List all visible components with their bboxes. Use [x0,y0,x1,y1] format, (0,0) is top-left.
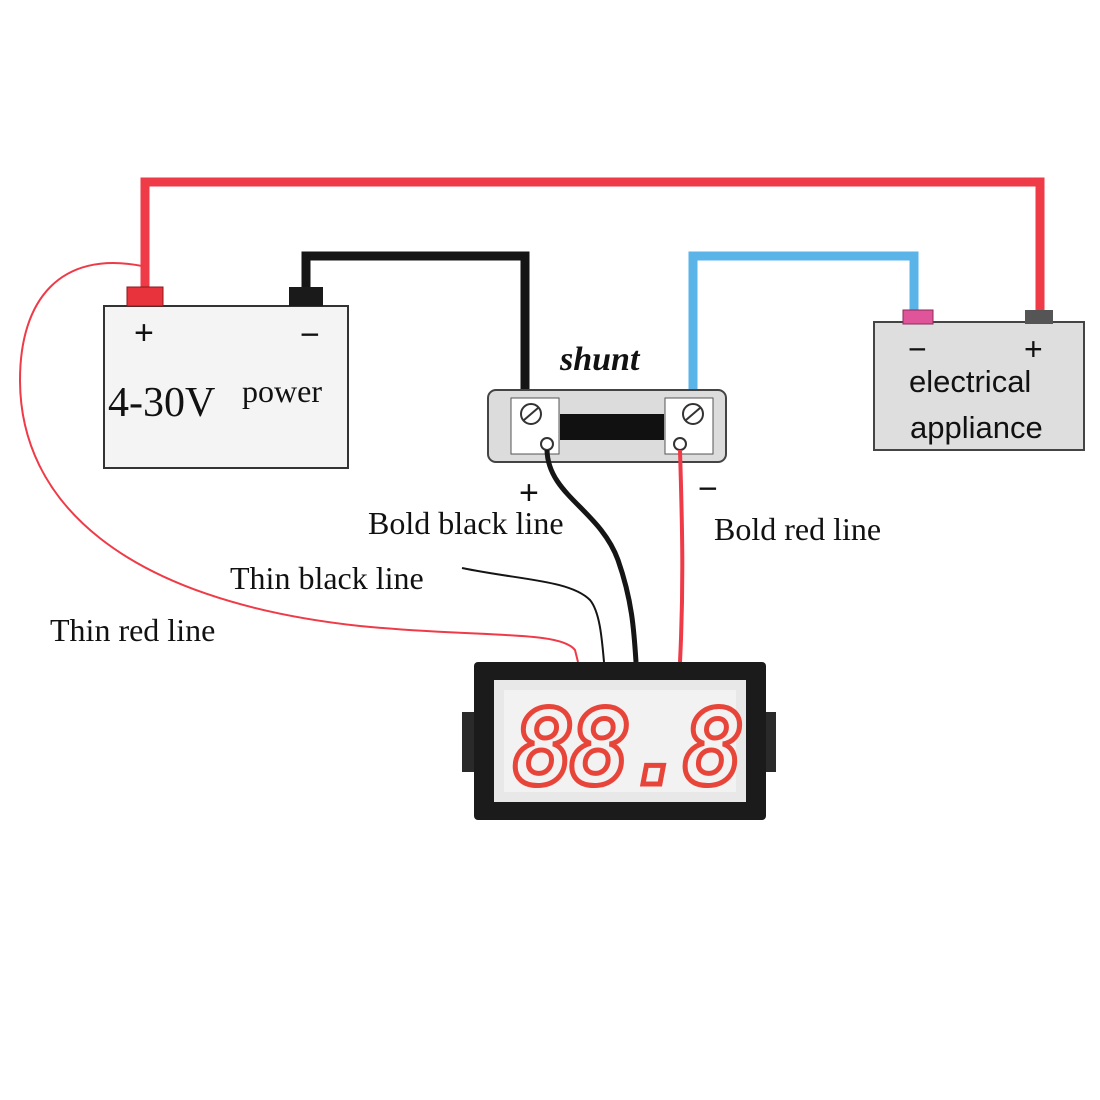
appliance-negative-terminal [902,309,934,325]
appliance-label-line2: appliance [910,410,1043,445]
battery-minus-sign: − [300,316,320,354]
bold-black-line-label: Bold black line [368,505,564,541]
thin-red-line-label: Thin red line [50,612,215,648]
appliance-minus-sign: − [908,331,927,367]
bold-black-wire [544,449,639,663]
shunt-resistor-bar [560,414,664,440]
main-red-wire [140,177,1045,314]
battery-negative-terminal [289,287,323,306]
thin-black-line-label: Thin black line [230,560,424,596]
main-blue-wire [688,251,919,396]
bold-red-wire [678,449,685,663]
meter-display: 88.8 [512,687,740,809]
appliance-positive-terminal [1025,310,1053,324]
battery: + − 4-30V power [103,286,349,469]
appliance-label-line1: electrical [909,364,1031,399]
battery-plus-sign: + [134,314,154,352]
battery-positive-terminal [126,286,164,307]
digital-meter: 88.8 [462,662,776,820]
thin-black-wire [461,567,605,663]
main-black-wire [301,251,530,396]
shunt-title: shunt [559,341,641,378]
bold-red-line-label: Bold red line [714,511,881,547]
shunt: shunt + − [487,341,727,512]
thin-red-wire [18,262,579,663]
shunt-minus-sign: − [698,470,718,508]
shunt-plus-sign: + [519,474,539,512]
appliance-plus-sign: + [1024,331,1043,367]
electrical-appliance: − + electrical appliance [873,309,1085,451]
battery-name: power [242,373,322,409]
battery-voltage: 4-30V [108,380,215,426]
